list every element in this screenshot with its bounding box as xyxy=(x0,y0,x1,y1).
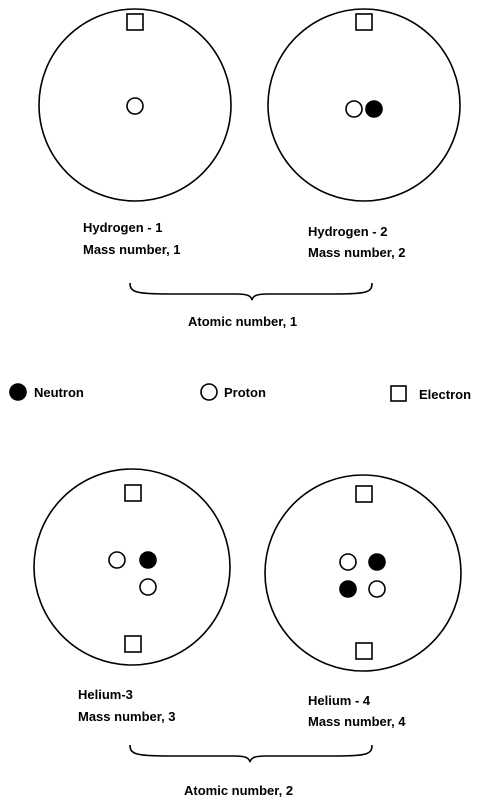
proton-circle xyxy=(345,100,363,118)
mass-number-label: Mass number, 1 xyxy=(83,242,181,257)
atom-boundary xyxy=(38,8,232,202)
proton-circle xyxy=(139,578,157,596)
neutron-circle xyxy=(139,551,157,569)
atom-name-label: Helium - 4 xyxy=(308,693,371,708)
electron-square xyxy=(126,13,144,31)
neutron-circle xyxy=(365,100,383,118)
atomic-number-label: Atomic number, 1 xyxy=(188,314,297,329)
neutron-legend-symbol xyxy=(9,383,27,401)
mass-number-label: Mass number, 3 xyxy=(78,709,176,724)
neutron-circle xyxy=(339,580,357,598)
atom-name-label: Helium-3 xyxy=(78,687,133,702)
atom-boundary xyxy=(267,8,461,202)
electron-square xyxy=(355,485,373,503)
proton-circle xyxy=(126,97,144,115)
atom-helium-3 xyxy=(33,468,231,666)
atom-boundary xyxy=(33,468,231,666)
atom-hydrogen-2 xyxy=(267,8,461,202)
proton-circle xyxy=(108,551,126,569)
proton-legend-label: Proton xyxy=(224,385,266,400)
electron-legend-label: Electron xyxy=(419,387,471,402)
atom-name-label: Hydrogen - 1 xyxy=(83,220,162,235)
atomic-number-label: Atomic number, 2 xyxy=(184,783,293,798)
neutron-legend-label: Neutron xyxy=(34,385,84,400)
proton-circle xyxy=(368,580,386,598)
electron-square xyxy=(124,635,142,653)
electron-square xyxy=(355,13,373,31)
brace-atomic-number-2 xyxy=(129,744,373,763)
electron-legend-symbol xyxy=(390,385,407,402)
electron-square xyxy=(124,484,142,502)
electron-square xyxy=(355,642,373,660)
brace-atomic-number-1 xyxy=(129,282,373,301)
neutron-circle xyxy=(368,553,386,571)
atom-helium-4 xyxy=(264,474,462,672)
atom-hydrogen-1 xyxy=(38,8,232,202)
mass-number-label: Mass number, 2 xyxy=(308,245,406,260)
proton-legend-symbol xyxy=(200,383,218,401)
mass-number-label: Mass number, 4 xyxy=(308,714,406,729)
atom-boundary xyxy=(264,474,462,672)
atom-name-label: Hydrogen - 2 xyxy=(308,224,387,239)
proton-circle xyxy=(339,553,357,571)
